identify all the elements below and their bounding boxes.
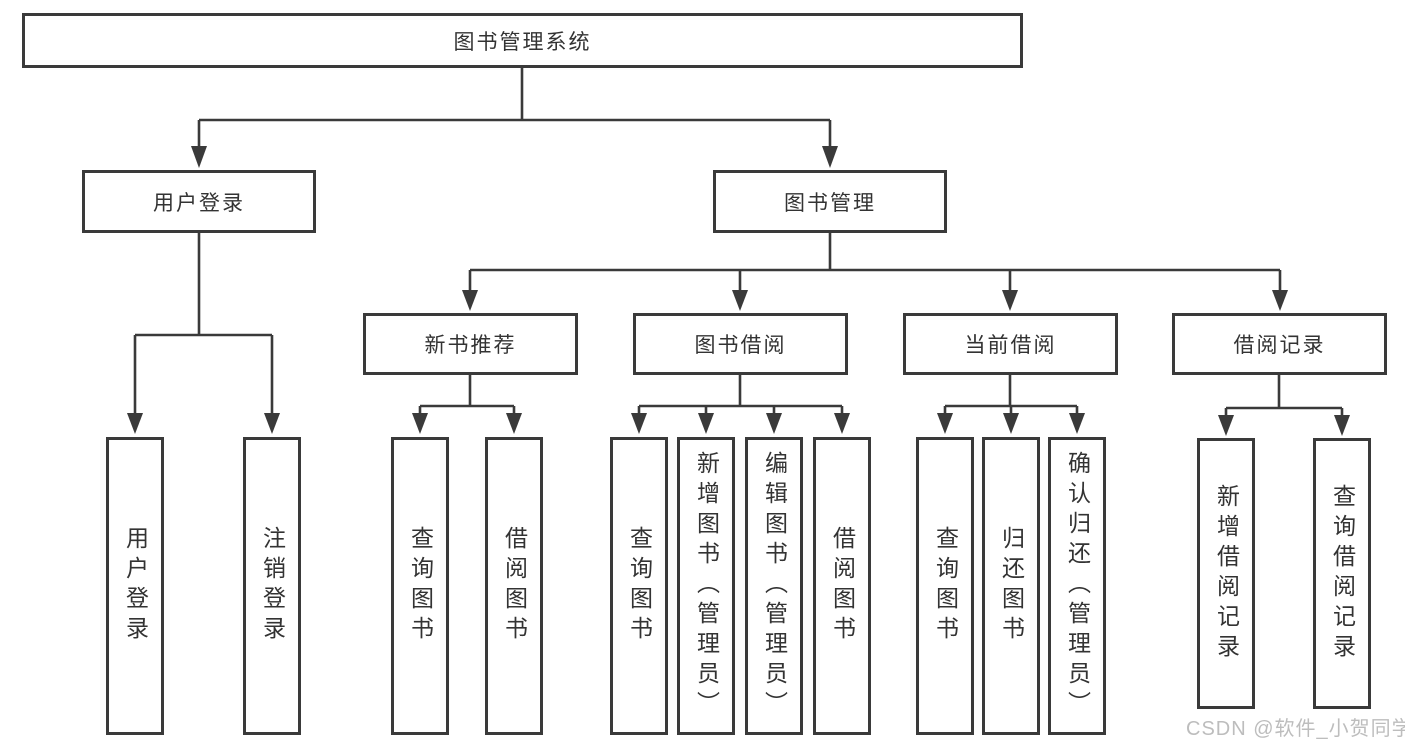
leaf-current-return-book-label: 归还图书 (998, 526, 1025, 646)
leaf-current-confirm-return-admin: 确认归还（管理员） (1048, 437, 1106, 735)
leaf-borrowing-edit-book-admin: 编辑图书（管理员） (745, 437, 803, 735)
node-library-system: 图书管理系统 (22, 13, 1023, 68)
leaf-borrowing-add-book-admin: 新增图书（管理员） (677, 437, 735, 735)
node-new-book-recommend: 新书推荐 (363, 313, 578, 375)
connector-borrowing-to-leaves (637, 375, 844, 417)
leaf-current-confirm-return-admin-label: 确认归还（管理员） (1064, 451, 1091, 721)
leaf-borrowing-query-book-label: 查询图书 (626, 526, 653, 646)
leaf-records-add-record: 新增借阅记录 (1197, 438, 1255, 709)
leaf-records-query-record-label: 查询借阅记录 (1329, 483, 1356, 664)
connector-records-to-leaves (1224, 375, 1344, 419)
connector-root-to-level2 (197, 68, 832, 150)
connector-login-to-leaves (133, 233, 274, 417)
connector-current-to-leaves (943, 375, 1079, 417)
leaf-logout-label: 注销登录 (259, 526, 286, 646)
watermark: CSDN @软件_小贺同学 (1186, 718, 1405, 740)
leaf-records-add-record-label: 新增借阅记录 (1213, 483, 1240, 664)
leaf-current-return-book: 归还图书 (982, 437, 1040, 735)
leaf-borrowing-borrow-book-label: 借阅图书 (829, 526, 856, 646)
leaf-borrowing-borrow-book: 借阅图书 (813, 437, 871, 735)
leaf-user-login: 用户登录 (106, 437, 164, 735)
connector-management-to-level3 (468, 233, 1282, 294)
leaf-borrowing-add-book-admin-label: 新增图书（管理员） (693, 451, 720, 721)
node-borrowing-records: 借阅记录 (1172, 313, 1387, 375)
leaf-recommend-query-book-label: 查询图书 (407, 526, 434, 646)
node-current-borrowing: 当前借阅 (903, 313, 1118, 375)
connector-recommend-to-leaves (418, 375, 516, 417)
leaf-current-query-book-label: 查询图书 (932, 526, 959, 646)
leaf-recommend-query-book: 查询图书 (391, 437, 449, 735)
leaf-user-login-label: 用户登录 (122, 526, 149, 646)
leaf-records-query-record: 查询借阅记录 (1313, 438, 1371, 709)
leaf-borrowing-edit-book-admin-label: 编辑图书（管理员） (761, 451, 788, 721)
leaf-recommend-borrow-book: 借阅图书 (485, 437, 543, 735)
leaf-recommend-borrow-book-label: 借阅图书 (501, 526, 528, 646)
leaf-logout: 注销登录 (243, 437, 301, 735)
node-book-management: 图书管理 (713, 170, 947, 233)
node-user-login: 用户登录 (82, 170, 316, 233)
node-book-borrowing: 图书借阅 (633, 313, 848, 375)
leaf-current-query-book: 查询图书 (916, 437, 974, 735)
leaf-borrowing-query-book: 查询图书 (610, 437, 668, 735)
